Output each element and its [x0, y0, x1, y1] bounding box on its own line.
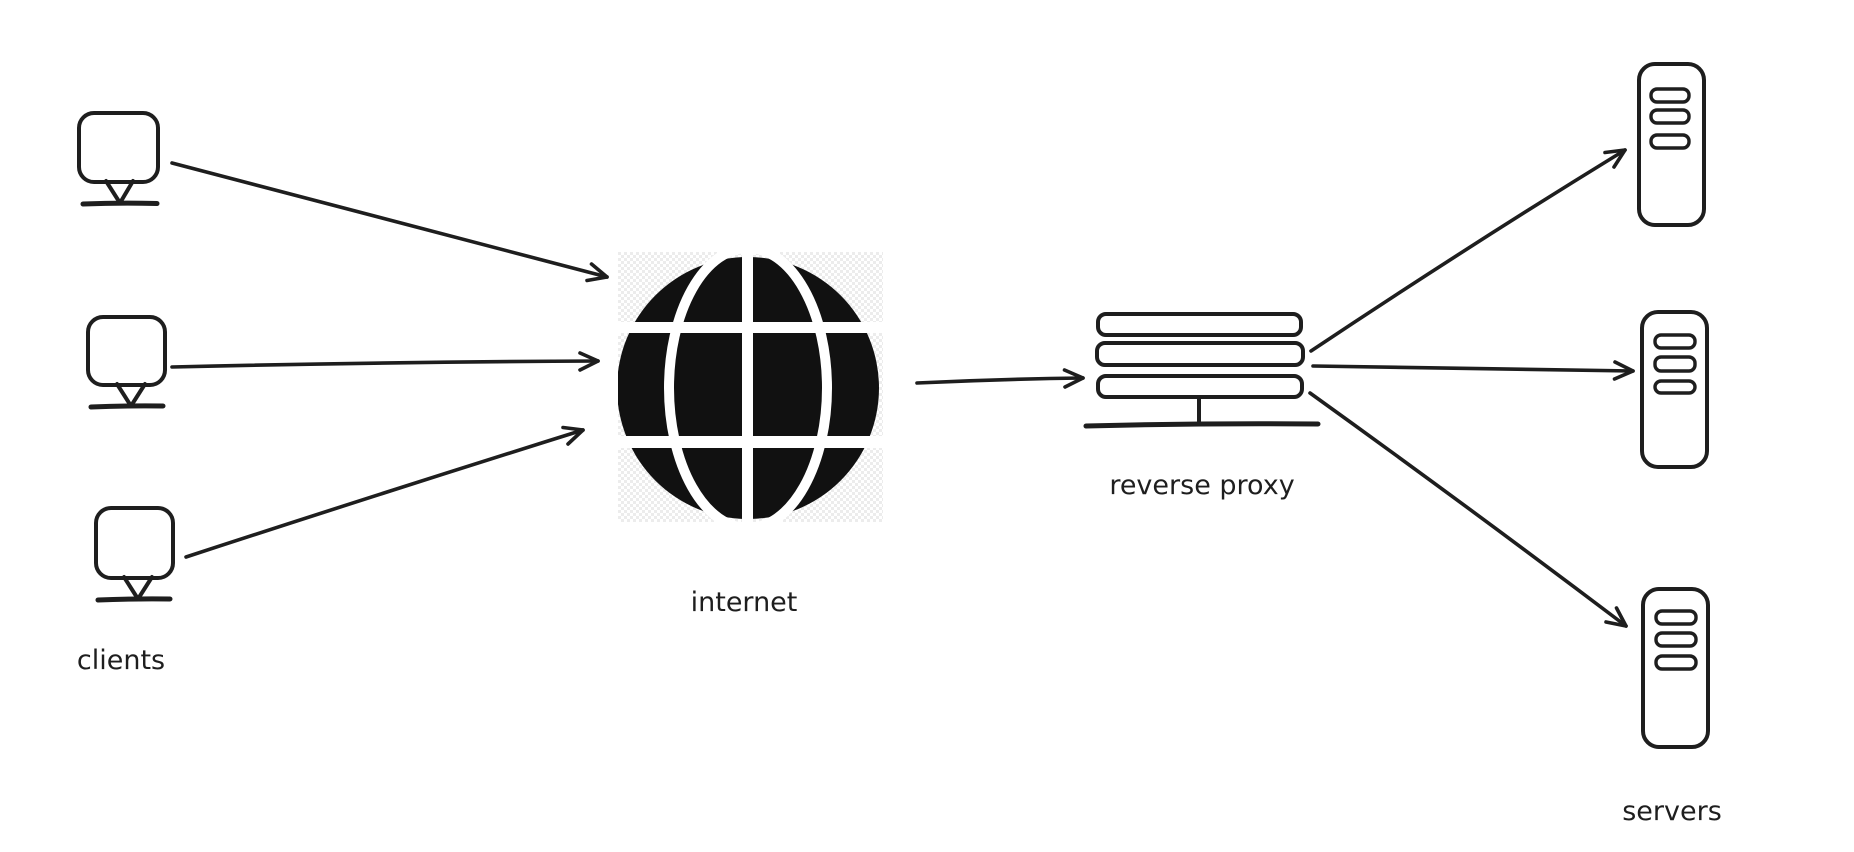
edge-client3-internet: [184, 425, 585, 559]
arrowhead-icon: [561, 425, 585, 446]
edge-proxy-server1: [1309, 148, 1627, 353]
arrowhead-icon: [1062, 368, 1085, 389]
monitor-icon: [86, 315, 167, 410]
arrow-line: [1311, 364, 1635, 373]
server-tower-icon: [1637, 62, 1706, 227]
globe-icon: [618, 252, 883, 522]
arrow-line: [184, 428, 585, 559]
client-node-3: [94, 506, 175, 603]
edge-internet-proxy: [915, 368, 1085, 389]
monitor-icon: [77, 111, 160, 207]
internet-node: [618, 252, 883, 522]
server-tower-icon: [1640, 310, 1709, 469]
arrowhead-icon: [1603, 148, 1627, 169]
reverse-proxy-node: [1083, 312, 1321, 429]
servers-label: servers: [1622, 796, 1722, 827]
arrow-line: [1309, 148, 1627, 353]
arrow-line: [1308, 391, 1628, 628]
monitor-icon: [94, 506, 175, 603]
arrow-line: [170, 359, 600, 369]
server-node-2: [1640, 310, 1709, 469]
reverse-proxy-label: reverse proxy: [1109, 470, 1294, 501]
internet-label: internet: [691, 587, 798, 618]
arrowhead-icon: [1604, 606, 1628, 628]
arrow-line: [915, 376, 1085, 385]
server-tower-icon: [1641, 587, 1710, 749]
server-node-1: [1637, 62, 1706, 227]
arrowhead-icon: [585, 262, 609, 283]
proxy-stack-icon: [1083, 312, 1321, 429]
edge-proxy-server3: [1308, 391, 1628, 628]
edge-client1-internet: [170, 161, 609, 283]
arrowhead-icon: [578, 351, 600, 372]
edge-client2-internet: [170, 351, 600, 372]
client-node-2: [86, 315, 167, 410]
arrowhead-icon: [1612, 360, 1635, 381]
server-node-3: [1641, 587, 1710, 749]
clients-label: clients: [77, 645, 165, 676]
arrow-line: [170, 161, 609, 279]
client-node-1: [77, 111, 160, 207]
edge-proxy-server2: [1311, 360, 1635, 381]
